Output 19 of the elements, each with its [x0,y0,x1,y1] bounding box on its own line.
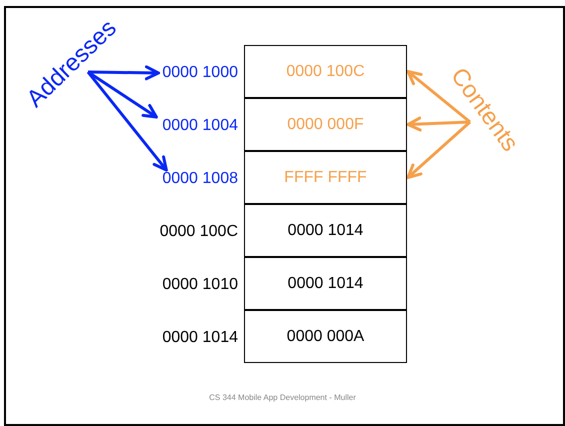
arrow [86,71,168,172]
address-text: 0000 1000 [162,63,238,83]
footer-text: CS 344 Mobile App Development - Muller [208,392,357,404]
arrow [406,120,471,179]
arrow [87,70,158,118]
address-text: 0000 1008 [162,169,238,189]
arrow [88,65,160,80]
memory-cell: 0000 000A [244,310,407,363]
address-text: 0000 1004 [162,116,238,136]
address-text: 0000 100C [160,222,238,242]
arrow [406,70,471,124]
memory-cell: 0000 1014 [244,204,407,257]
arrow [406,116,470,132]
memory-cell: 0000 000F [244,98,407,151]
address-text: 0000 1014 [162,328,238,348]
memory-cell: 0000 1014 [244,257,407,310]
memory-cell: 0000 100C [244,45,407,98]
address-text: 0000 1010 [162,275,238,295]
memory-cell: FFFF FFFF [244,151,407,204]
